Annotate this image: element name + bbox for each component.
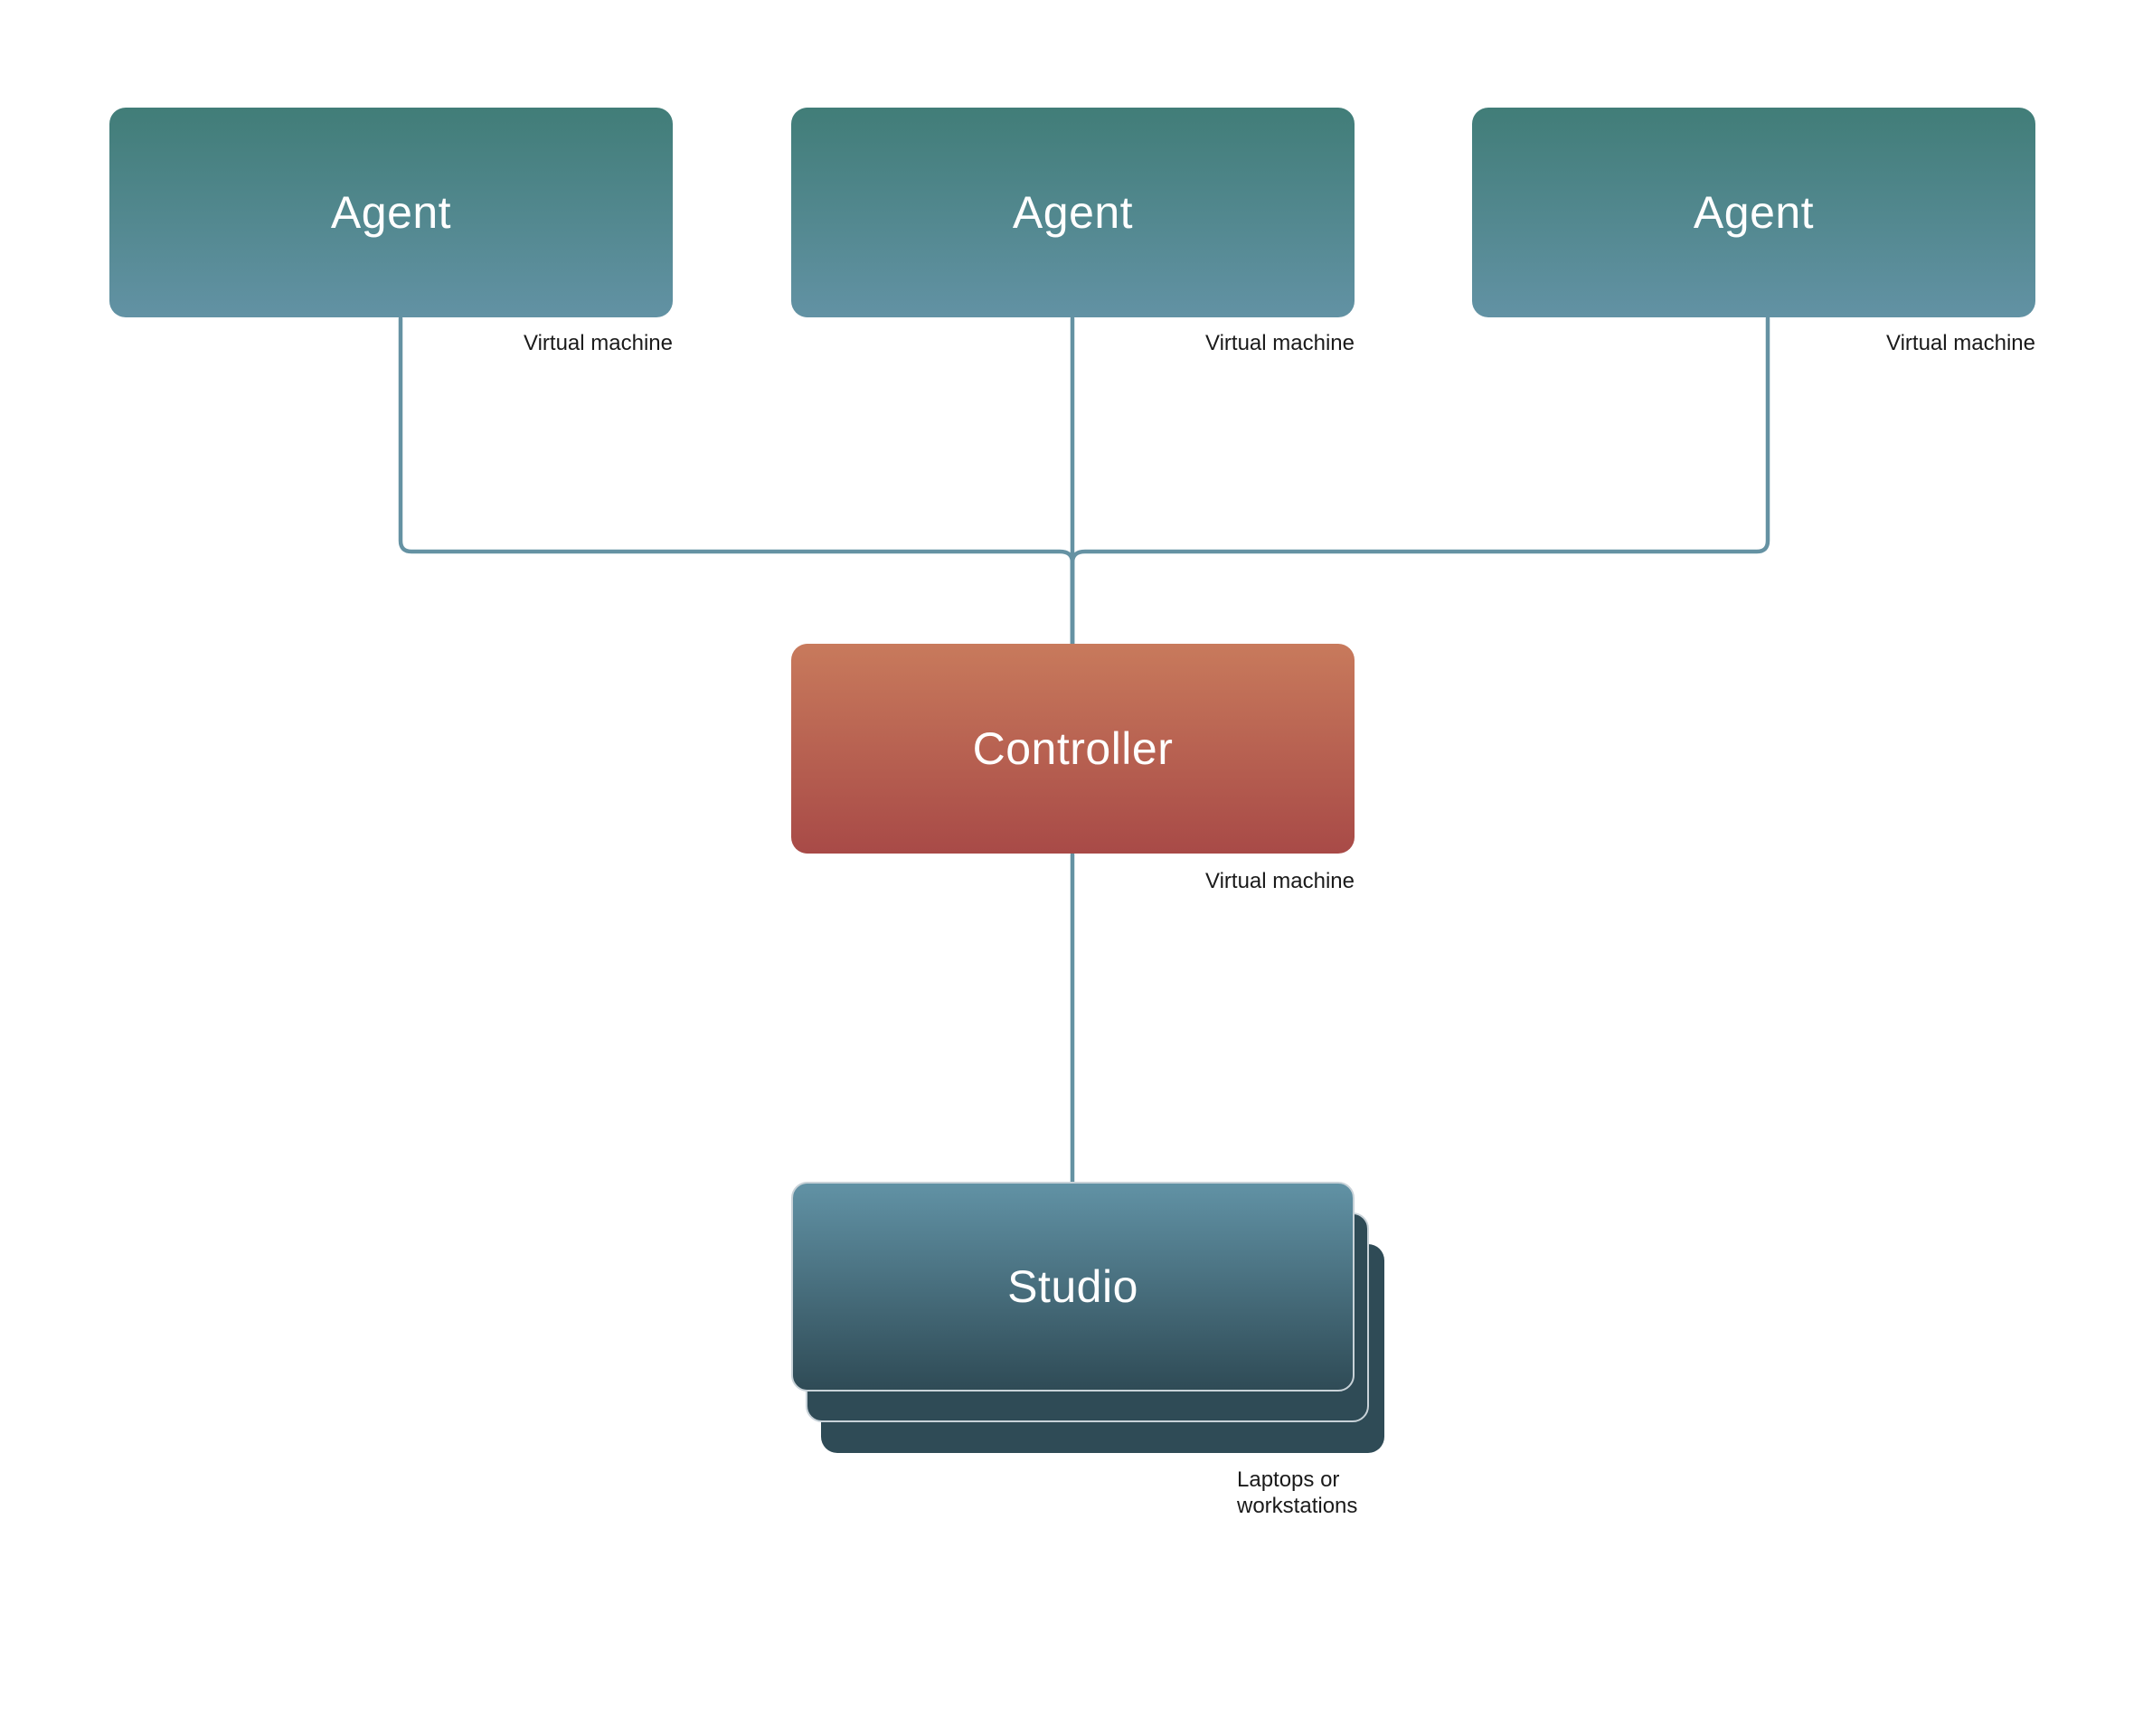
agent-caption-1: Virtual machine — [524, 331, 673, 355]
edge-agent-3-controller — [1070, 316, 1770, 646]
studio-caption: Laptops or workstations — [1237, 1467, 1358, 1518]
agent-node-1: Agent — [109, 108, 673, 317]
agent-caption-2: Virtual machine — [1205, 331, 1355, 355]
controller-node: Controller — [791, 644, 1355, 854]
edge-agent-1-controller — [398, 316, 1075, 646]
agent-caption-3: Virtual machine — [1886, 331, 2035, 355]
controller-caption: Virtual machine — [1205, 869, 1355, 893]
studio-node: Studio — [791, 1182, 1355, 1392]
controller-label: Controller — [972, 723, 1174, 774]
studio-label: Studio — [1007, 1261, 1138, 1312]
agent-label-1: Agent — [330, 187, 452, 238]
agent-node-3: Agent — [1472, 108, 2035, 317]
agent-label-3: Agent — [1693, 187, 1815, 238]
agent-node-2: Agent — [791, 108, 1355, 317]
agent-label-2: Agent — [1012, 187, 1134, 238]
